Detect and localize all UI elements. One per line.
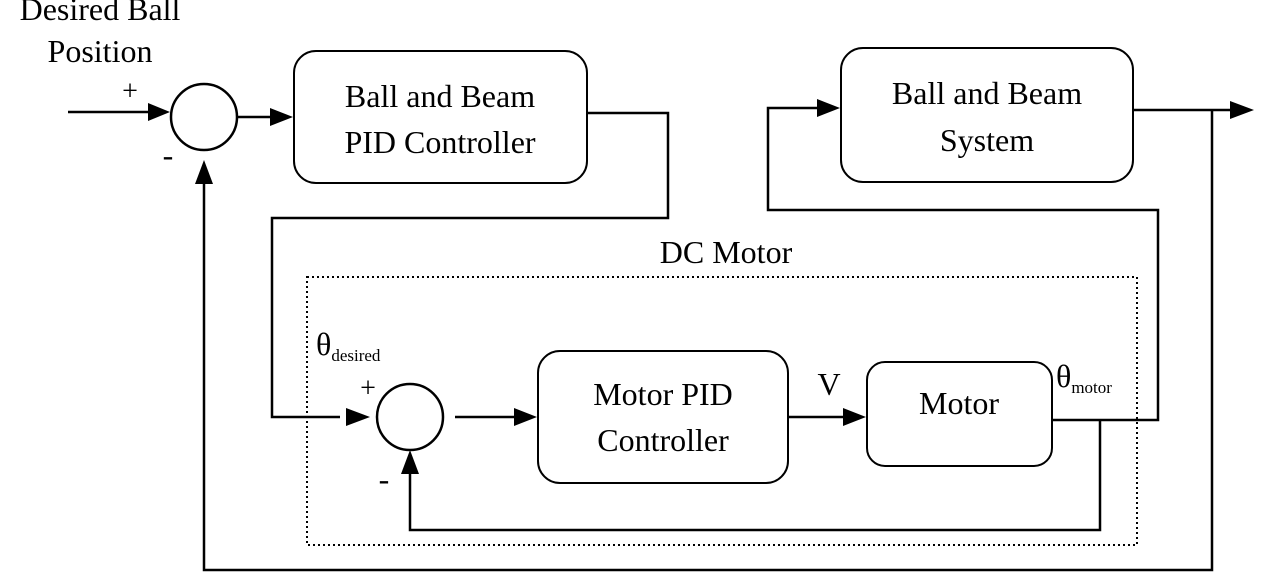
input-label-line2: Position <box>48 33 153 69</box>
ball-beam-pid-block <box>293 50 588 184</box>
inner-sum-to-motor-pid-arrowhead <box>514 408 537 426</box>
motor-output-route <box>766 106 1160 422</box>
outer-feedback-arrowhead <box>195 160 213 184</box>
motor-pid-label-line1: Motor PID <box>593 376 733 412</box>
theta-motor-label: θmotor <box>1056 358 1112 397</box>
system-output-arrowhead <box>1230 101 1254 119</box>
ball-beam-system-label-line1: Ball and Beam <box>892 75 1082 111</box>
outer-sum-minus: - <box>163 137 174 173</box>
inner-sum-plus: + <box>360 373 376 404</box>
theta-desired-subscript: desired <box>331 346 381 365</box>
inner-sum-minus: - <box>379 461 390 497</box>
voltage-label: V <box>817 366 840 402</box>
pid-output-route <box>270 111 670 419</box>
ball-beam-system-label-line2: System <box>940 122 1034 158</box>
motor-pid-label-line2: Controller <box>597 422 729 458</box>
ball-beam-pid-label-line1: Ball and Beam <box>345 78 535 114</box>
theta-desired-label: θdesired <box>316 326 381 365</box>
input-arrowhead <box>148 103 170 121</box>
outer-feedback-route <box>202 110 1214 572</box>
theta-motor-symbol: θ <box>1056 358 1071 394</box>
motor-block <box>866 361 1053 467</box>
theta-desired-symbol: θ <box>316 326 331 362</box>
inner-summing-junction <box>375 382 445 452</box>
theta-motor-subscript: motor <box>1071 378 1112 397</box>
input-label-line1: Desired Ball <box>20 0 181 27</box>
ball-beam-system-block <box>840 47 1134 183</box>
inner-sum-input-arrowhead <box>346 408 370 426</box>
system-input-arrowhead <box>817 99 840 117</box>
motor-pid-to-motor-arrowhead <box>843 408 866 426</box>
motor-label: Motor <box>919 385 999 421</box>
outer-sum-to-pid-arrowhead <box>270 108 293 126</box>
motor-pid-block <box>537 350 789 484</box>
ball-beam-pid-label-line2: PID Controller <box>344 124 535 160</box>
outer-sum-plus: + <box>122 76 138 107</box>
outer-summing-junction <box>169 82 239 152</box>
dc-motor-boundary <box>306 276 1138 546</box>
dc-motor-label: DC Motor <box>660 234 793 270</box>
inner-feedback-route <box>408 420 1102 532</box>
inner-feedback-arrowhead <box>401 450 419 474</box>
